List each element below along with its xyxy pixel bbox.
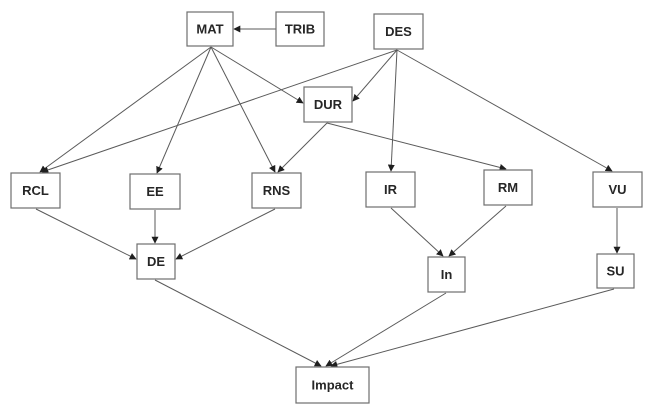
node-trib: TRIB [275,11,325,47]
edge-in-to-impact [325,292,447,367]
node-box [592,171,643,208]
nodes-layer: MAT TRIB DES DUR RCL EE RNS IR RM VU DE In SU Impact [10,11,643,404]
edge-de-to-impact [154,279,322,367]
edge-rm-to-in [448,205,507,257]
edge-rns-to-de [175,208,276,260]
node-mat: MAT [186,11,234,47]
node-label: VU [608,182,626,197]
node-rcl: RCL [10,172,61,209]
edge-rcl-to-de [35,208,137,260]
edge-dur-to-rm [326,122,507,171]
node-box [251,172,302,209]
node-rns: RNS [251,172,302,209]
edge-des-to-rcl [41,49,398,174]
edge-su-to-impact [330,288,615,368]
node-label: DES [385,24,412,39]
node-box [483,169,533,206]
edge-des-to-vu [396,49,613,172]
node-box [186,11,234,47]
node-label: RCL [22,183,49,198]
node-box [295,366,370,404]
node-label: In [441,267,453,282]
node-label: IR [384,182,398,197]
node-dur: DUR [303,86,353,123]
node-label: MAT [196,22,223,37]
edge-des-to-dur [352,49,398,102]
edge-des-to-ir [387,49,398,172]
edges-layer [35,25,621,368]
node-box [129,173,181,210]
node-box [303,86,353,123]
edge-mat-to-rcl [39,46,212,173]
node-label: TRIB [285,22,315,37]
node-label: EE [146,184,164,199]
node-de: DE [136,243,176,280]
node-rm: RM [483,169,533,206]
node-box [427,256,466,293]
node-box [10,172,61,209]
node-su: SU [596,253,635,289]
node-label: Impact [312,378,355,393]
node-box [373,13,424,50]
node-box [365,171,416,208]
edge-mat-to-ee [156,46,212,174]
node-des: DES [373,13,424,50]
node-in: In [427,256,466,293]
node-label: DE [147,254,165,269]
node-label: SU [606,264,624,279]
node-ir: IR [365,171,416,208]
node-label: RNS [263,183,291,198]
node-impact: Impact [295,366,370,404]
node-box [136,243,176,280]
edge-mat-to-rns [210,46,276,173]
node-vu: VU [592,171,643,208]
node-label: RM [498,180,518,195]
edge-mat-to-dur [210,46,304,104]
node-ee: EE [129,173,181,210]
edge-ir-to-in [390,207,444,257]
edge-dur-to-rns [277,122,328,173]
node-box [596,253,635,289]
node-box [275,11,325,47]
node-label: DUR [314,97,343,112]
